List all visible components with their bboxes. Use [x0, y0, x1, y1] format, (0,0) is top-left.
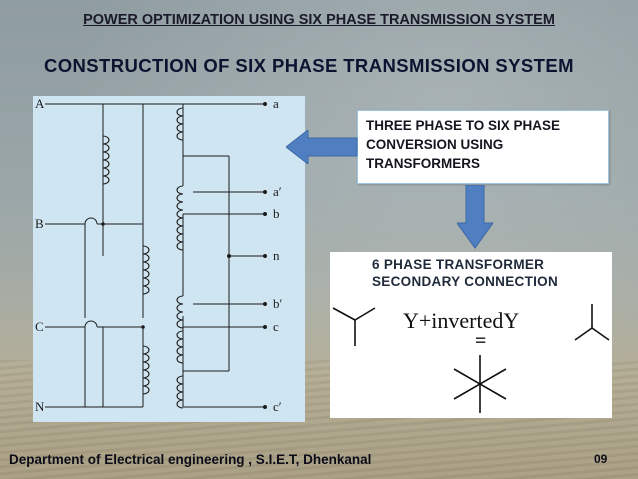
- phasor-diagrams: [332, 304, 610, 413]
- equals-sign: =: [475, 330, 487, 352]
- secondary-coil-4: [176, 295, 184, 329]
- input-label-c: C: [35, 319, 44, 334]
- conversion-callout: THREE PHASE TO SIX PHASE CONVERSION USIN…: [357, 110, 609, 184]
- circuit-svg: A B C N a a′ b n b′ c c′: [35, 96, 283, 414]
- secondary-title-line1: 6 PHASE TRANSFORMER: [372, 257, 545, 272]
- primary-coil-2: [142, 245, 150, 295]
- input-label-n: N: [35, 399, 45, 414]
- transformer-circuit-diagram: A B C N a a′ b n b′ c c′: [33, 96, 305, 422]
- input-label-a: A: [35, 96, 45, 111]
- output-label-a-prime: a′: [273, 184, 282, 199]
- secondary-coil-6: [176, 375, 184, 409]
- primary-coil-1: [102, 135, 110, 185]
- secondary-coil-3: [176, 217, 184, 251]
- secondary-title-line2: SECONDARY CONNECTION: [372, 274, 559, 289]
- output-label-n: n: [273, 248, 280, 263]
- output-label-c: c: [273, 319, 279, 334]
- down-arrow-icon: [457, 185, 493, 249]
- six-phase-star-icon: [453, 355, 507, 413]
- secondary-coil-1: [176, 107, 184, 141]
- output-label-c-prime: c′: [273, 399, 282, 414]
- page-number: 09: [594, 452, 608, 466]
- secondary-connection-panel: 6 PHASE TRANSFORMER SECONDARY CONNECTION…: [330, 252, 612, 418]
- output-label-a: a: [273, 96, 279, 111]
- input-label-b: B: [35, 216, 44, 231]
- output-label-b: b: [273, 206, 280, 221]
- secondary-coil-5: [176, 330, 184, 364]
- wye-phasor-icon: [332, 307, 376, 346]
- inverted-wye-phasor-icon: [574, 304, 610, 341]
- secondary-coil-2: [176, 185, 184, 219]
- footer-department: Department of Electrical engineering , S…: [9, 452, 372, 467]
- left-arrow-icon: [286, 130, 358, 164]
- slide-heading: CONSTRUCTION OF SIX PHASE TRANSMISSION S…: [44, 55, 574, 76]
- slide-top-title: POWER OPTIMIZATION USING SIX PHASE TRANS…: [83, 12, 555, 28]
- formula-rest: invertedY: [431, 308, 520, 333]
- formula-text: Y+invertedY: [403, 308, 519, 334]
- callout-text: THREE PHASE TO SIX PHASE CONVERSION USIN…: [366, 118, 561, 171]
- output-label-b-prime: b′: [273, 296, 283, 311]
- secondary-title: 6 PHASE TRANSFORMER SECONDARY CONNECTION: [372, 256, 558, 290]
- formula-prefix: Y+: [403, 308, 432, 333]
- primary-coil-3: [142, 345, 150, 395]
